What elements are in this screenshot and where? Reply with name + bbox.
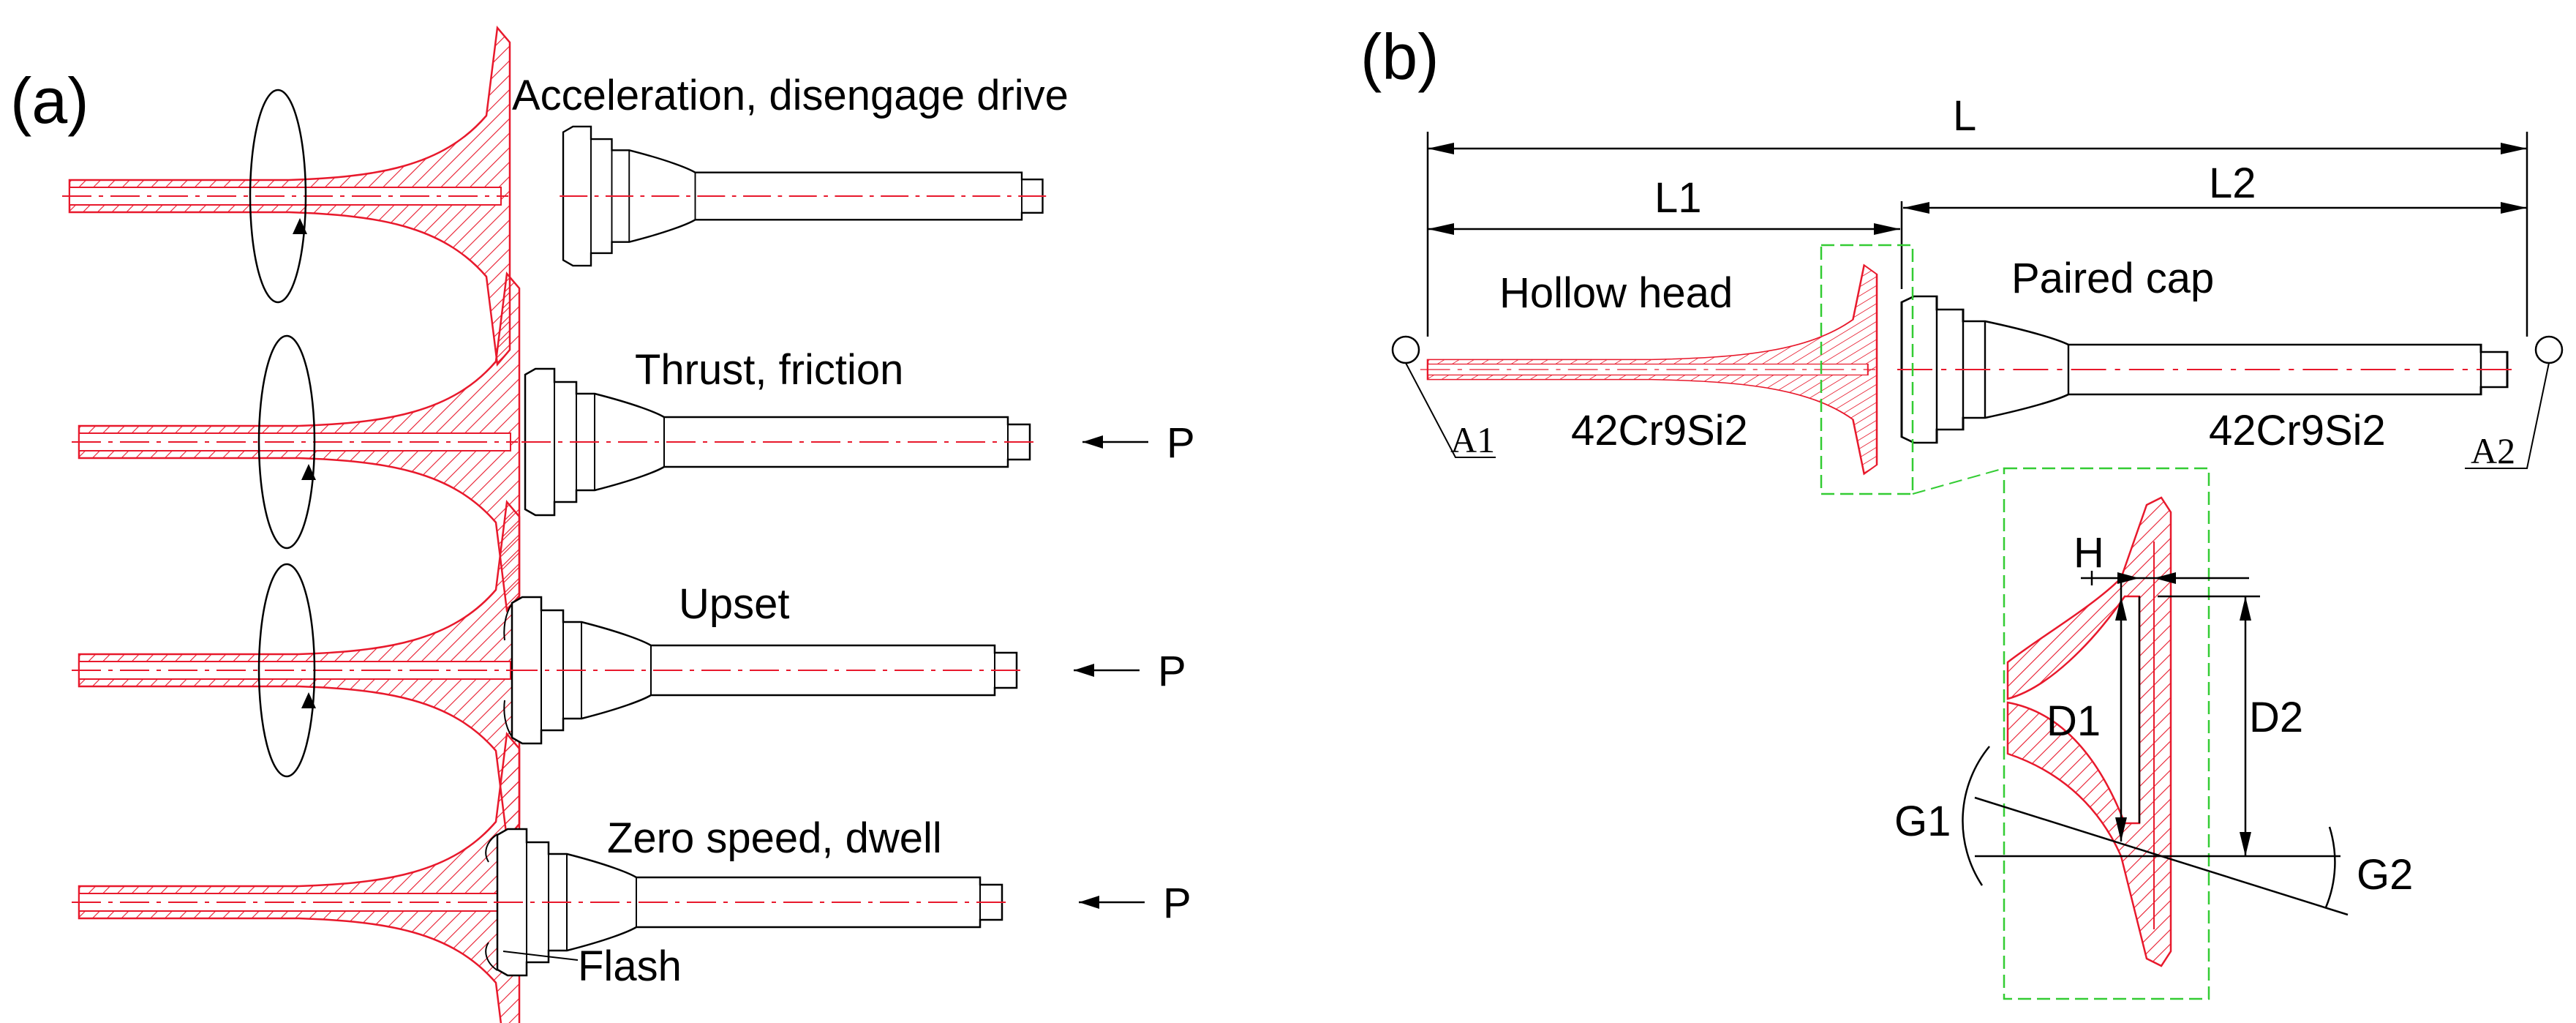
- flash-bead: [485, 833, 498, 971]
- datum-a2-leader: [2465, 362, 2550, 469]
- detail-connector: [1912, 468, 2005, 495]
- detail-d2-label: D2: [2249, 694, 2303, 741]
- datum-a2-icon: [2534, 335, 2564, 364]
- weld-bead: [503, 603, 513, 738]
- hollow-head-shape: [70, 501, 521, 840]
- detail-g1-label: G1: [1894, 798, 1951, 845]
- step-caption: Thrust, friction: [635, 346, 903, 394]
- force-label: P: [1167, 419, 1195, 467]
- step-caption: Zero speed, dwell: [607, 814, 942, 862]
- force-arrow-icon: [1077, 894, 1146, 910]
- detail-arrowheads: [2115, 572, 2251, 856]
- step-thrust: P Thrust, friction: [70, 272, 1195, 612]
- force-arrow-icon: [1072, 662, 1141, 678]
- force-label: P: [1158, 648, 1186, 695]
- step-caption: Upset: [679, 580, 790, 628]
- step-acceleration: Acceleration, disengage drive: [61, 26, 1069, 366]
- flash-label: Flash: [578, 943, 682, 990]
- force-label: P: [1163, 880, 1191, 927]
- detail-source-frame: [1820, 244, 1914, 495]
- datum-a2-label: A2: [2471, 430, 2515, 471]
- detail-d1-label: D1: [2046, 697, 2101, 745]
- panel-b: (b) L L1 L2: [1360, 20, 2564, 1000]
- detail-h-label: H: [2074, 529, 2104, 577]
- hollow-head-label: Hollow head: [1499, 269, 1733, 317]
- paired-cap-material: 42Cr9Si2: [2209, 407, 2386, 454]
- hollow-head-material: 42Cr9Si2: [1571, 407, 1748, 454]
- dimension-l2-label: L2: [2209, 160, 2256, 207]
- panel-a: (a) Acceleration, disengage drive P Thru…: [10, 26, 1195, 1023]
- dimension-l1-label: L1: [1654, 174, 1702, 222]
- dimension-arrowheads: [1428, 143, 2527, 235]
- dimension-lines: [1426, 132, 2528, 337]
- hollow-head-shape: [61, 26, 511, 366]
- panel-b-label: (b): [1360, 20, 1439, 93]
- step-zero-speed: P Zero speed, dwell Flash: [70, 732, 1191, 1023]
- datum-a1-label: A1: [1450, 419, 1495, 460]
- flash-leader: [502, 951, 579, 961]
- datum-a1-leader: [1405, 362, 1496, 458]
- detail-joint: [2006, 496, 2172, 967]
- datum-a1-icon: [1391, 335, 1420, 364]
- hollow-head-shape: [70, 732, 521, 1023]
- paired-cap-shape: [559, 125, 1051, 267]
- paired-cap-shape: [1896, 295, 2517, 444]
- step-upset: P Upset: [70, 501, 1186, 840]
- panel-a-label: (a): [10, 64, 89, 137]
- dimension-l-label: L: [1953, 92, 1976, 140]
- detail-frame: [2003, 467, 2210, 1000]
- paired-cap-label: Paired cap: [2011, 255, 2214, 302]
- hollow-head-shape: [70, 272, 521, 612]
- force-arrow-icon: [1081, 434, 1150, 450]
- detail-g2-label: G2: [2357, 851, 2413, 899]
- step-caption: Acceleration, disengage drive: [512, 72, 1069, 119]
